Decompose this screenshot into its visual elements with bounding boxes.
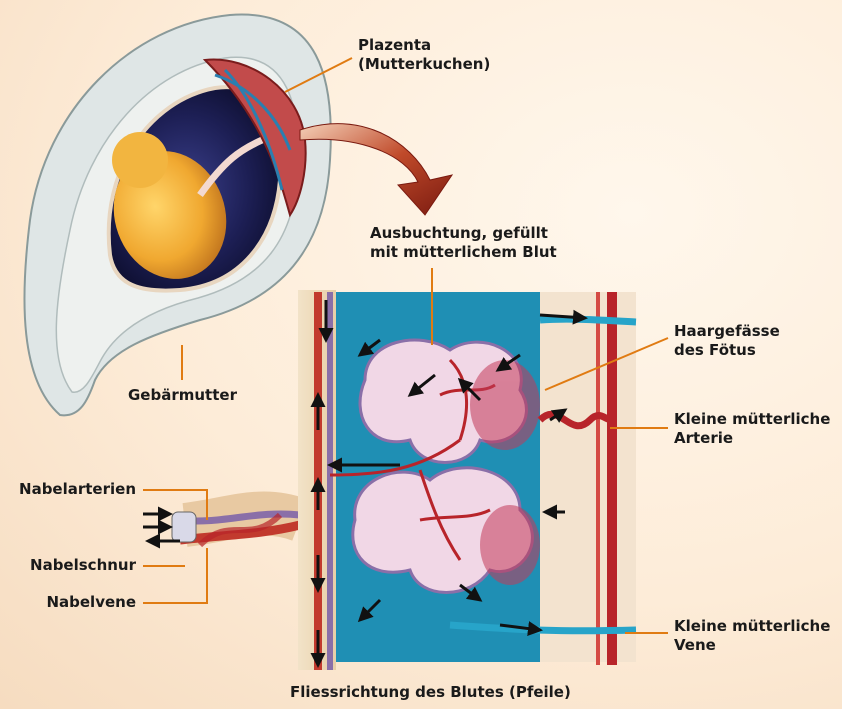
label-haargefaesse-line2: des Fötus [674, 341, 780, 360]
label-ausbuchtung: Ausbuchtung, gefüllt mit mütterlichem Bl… [370, 224, 557, 262]
placenta-cross-section [143, 290, 636, 670]
label-gebaermutter: Gebärmutter [128, 386, 237, 405]
caption: Fliessrichtung des Blutes (Pfeile) [290, 683, 571, 702]
uterus-illustration [24, 15, 330, 416]
label-haargefaesse-line1: Haargefässe [674, 322, 780, 341]
label-arterie: Kleine mütterliche Arterie [674, 410, 830, 448]
label-plazenta-line1: Plazenta [358, 36, 490, 55]
label-ausbuchtung-line2: mit mütterlichem Blut [370, 243, 557, 262]
label-nabelvene: Nabelvene [6, 593, 136, 612]
label-plazenta-line2: (Mutterkuchen) [358, 55, 490, 74]
label-arterie-line1: Kleine mütterliche [674, 410, 830, 429]
label-vene: Kleine mütterliche Vene [674, 617, 830, 655]
label-nabelarterien: Nabelarterien [6, 480, 136, 499]
caption-text: Fliessrichtung des Blutes (Pfeile) [290, 683, 571, 702]
label-nabelschnur-text: Nabelschnur [6, 556, 136, 575]
label-arterie-line2: Arterie [674, 429, 830, 448]
label-haargefaesse: Haargefässe des Fötus [674, 322, 780, 360]
umbilical-cord [172, 512, 300, 545]
decidua-zone [540, 292, 636, 662]
leader-nabelvene [143, 548, 207, 603]
label-plazenta: Plazenta (Mutterkuchen) [358, 36, 490, 74]
label-gebaermutter-text: Gebärmutter [128, 386, 237, 405]
label-ausbuchtung-line1: Ausbuchtung, gefüllt [370, 224, 557, 243]
label-nabelschnur: Nabelschnur [6, 556, 136, 575]
label-nabelarterien-text: Nabelarterien [6, 480, 136, 499]
fetus-head [112, 132, 168, 188]
label-nabelvene-text: Nabelvene [6, 593, 136, 612]
label-vene-line1: Kleine mütterliche [674, 617, 830, 636]
label-vene-line2: Vene [674, 636, 830, 655]
